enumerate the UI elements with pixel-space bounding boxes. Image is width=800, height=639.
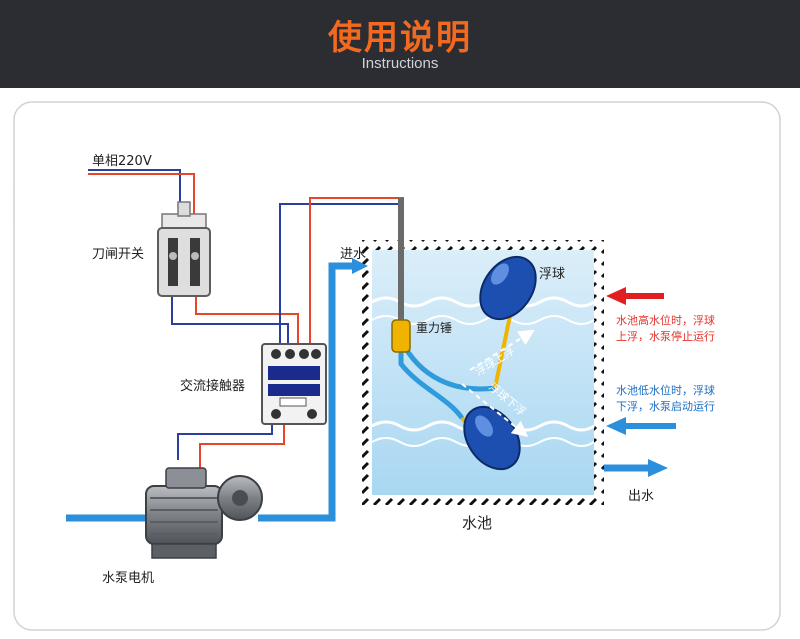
water-out-arrow xyxy=(648,459,668,477)
diagram-canvas: 单相220V 刀闸开关 交流接触器 水泵电机 进水 浮球 重力锤 浮球上浮 浮球… xyxy=(13,101,781,631)
counterweight-icon xyxy=(391,319,411,353)
low-level-note-line1: 水池低水位时，浮球 xyxy=(616,383,715,397)
contactor-label: 交流接触器 xyxy=(180,378,245,394)
float-ball-label: 浮球 xyxy=(539,267,565,282)
water-in-arrow xyxy=(352,258,368,274)
header-bar: 使用说明 Instructions xyxy=(0,0,800,88)
knife-switch-icon xyxy=(157,201,211,297)
high-level-note-line2: 上浮，水泵停止运行 xyxy=(616,329,715,343)
water-out-label: 出水 xyxy=(628,489,654,504)
high-level-note-line1: 水池高水位时，浮球 xyxy=(616,313,715,327)
low-level-note-line2: 下浮，水泵启动运行 xyxy=(616,400,715,413)
wiring-diagram: 单相220V 刀闸开关 交流接触器 水泵电机 进水 浮球 重力锤 浮球上浮 浮球… xyxy=(0,88,800,635)
low-level-arrow xyxy=(606,417,676,435)
contactor-icon xyxy=(261,343,327,425)
page-subtitle: Instructions xyxy=(361,55,439,72)
water-pipes xyxy=(66,262,650,522)
power-label: 单相220V xyxy=(92,154,152,169)
high-level-arrow xyxy=(606,287,664,305)
knife-switch-label: 刀闸开关 xyxy=(92,247,144,262)
page-title: 使用说明 xyxy=(328,18,472,58)
pump-motor-label: 水泵电机 xyxy=(102,571,154,586)
counterweight-label: 重力锤 xyxy=(416,320,452,335)
water-in-label: 进水 xyxy=(340,247,366,262)
water-tank-label: 水池 xyxy=(462,514,492,532)
pump-motor-icon xyxy=(145,467,263,559)
float-ball-icon xyxy=(463,255,537,471)
float-motion-arrows xyxy=(461,329,535,437)
